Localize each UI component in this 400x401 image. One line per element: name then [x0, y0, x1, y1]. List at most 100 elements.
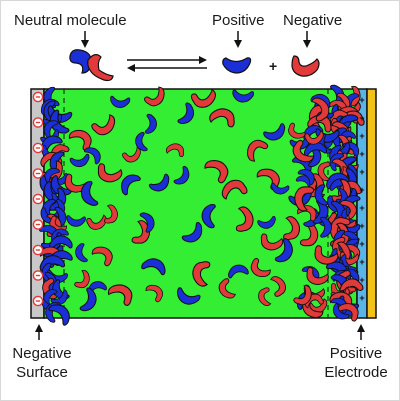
positive-ion	[263, 123, 286, 141]
positive-ion	[49, 235, 73, 249]
positive-charge-icon: +	[359, 167, 364, 177]
positive-charge-icon: +	[359, 95, 364, 105]
negative-charge-icon	[32, 219, 44, 230]
negative-ion	[218, 278, 236, 299]
positive-ion-icon	[222, 57, 252, 74]
negative-surface-line2: Surface	[16, 364, 68, 381]
negative-ion	[283, 216, 301, 241]
positive-ion	[201, 204, 216, 229]
negative-ion	[221, 179, 248, 200]
negative-ion	[107, 284, 133, 307]
positive-ion	[176, 287, 201, 305]
positive-ion	[228, 264, 249, 279]
positive-ion	[69, 153, 90, 168]
positive-ion	[110, 95, 131, 109]
negative-ion	[294, 186, 315, 212]
plus-sign: +	[269, 58, 278, 74]
negative-ion	[270, 276, 286, 297]
positive-ion	[141, 258, 166, 276]
positive-ion	[79, 287, 97, 312]
negative-surface-label: Negative Surface	[10, 344, 74, 382]
positive-ion	[304, 141, 328, 157]
negative-ion	[260, 233, 284, 251]
negative-ion	[68, 129, 92, 152]
negative-ion	[165, 143, 185, 157]
positive-charge-icon: +	[359, 275, 364, 285]
positive-charge-icon: +	[359, 131, 364, 141]
negative-ion	[145, 284, 164, 303]
positive-ion	[320, 216, 332, 238]
surface-charges: ++++++++++++	[32, 91, 365, 307]
neutral-molecule-icon	[69, 49, 114, 82]
ion-layer	[39, 84, 365, 326]
positive-ion	[48, 304, 70, 326]
positive-ion	[139, 212, 155, 233]
positive-charge-icon: +	[359, 185, 364, 195]
positive-ion	[181, 221, 203, 243]
negative-charge-icon	[32, 117, 44, 128]
negative-charge-icon	[32, 168, 44, 179]
negative-surface-line1: Negative	[12, 345, 72, 362]
positive-charge-icon: +	[359, 257, 364, 267]
positive-electrode-label: Positive Electrode	[318, 344, 394, 382]
positive-charge-icon: +	[359, 113, 364, 123]
neutral-molecule-label: Neutral molecule	[14, 12, 127, 29]
negative-charge-icon	[32, 193, 44, 205]
positive-ion	[80, 180, 99, 207]
electrode-gold-layer	[366, 88, 377, 319]
positive-charge-icon: +	[359, 293, 364, 303]
positive-ion	[148, 173, 170, 192]
negative-ion	[97, 163, 123, 183]
negative-ion	[192, 261, 211, 287]
positive-ion	[297, 169, 315, 186]
negative-ion	[310, 97, 330, 122]
negative-ion	[258, 287, 272, 307]
negative-charge-icon	[32, 244, 44, 256]
negative-ion	[131, 220, 150, 244]
negative-ion	[86, 214, 107, 230]
negative-ion	[204, 160, 229, 184]
negative-ion	[288, 122, 306, 139]
negative-ion	[304, 130, 324, 145]
negative-charge-icon	[32, 142, 44, 154]
negative-ion	[190, 88, 216, 108]
positive-ion	[135, 132, 148, 152]
negative-ion	[314, 245, 339, 265]
positive-charge-icon: +	[359, 221, 364, 231]
positive-charge-icon: +	[359, 203, 364, 213]
negative-ion	[317, 161, 331, 182]
negative-ion	[91, 114, 116, 136]
positive-ion	[50, 289, 68, 306]
positive-electrode-line2: Electrode	[324, 364, 388, 381]
positive-ion	[274, 238, 293, 263]
negative-ion	[306, 267, 329, 285]
positive-ion	[232, 89, 254, 103]
negative-ion	[91, 246, 113, 267]
negative-ion	[143, 86, 165, 107]
negative-charge-icon	[32, 270, 44, 281]
negative-ion	[250, 257, 271, 278]
positive-ion	[121, 174, 141, 196]
negative-ion	[104, 204, 118, 224]
negative-ion	[338, 200, 357, 220]
positive-ion	[144, 113, 157, 134]
equilibrium-arrows-icon	[127, 56, 207, 72]
negative-ion	[307, 114, 332, 133]
positive-ion	[43, 120, 59, 139]
negative-ion-icon	[291, 55, 320, 77]
negative-charge-icon	[32, 295, 44, 307]
positive-ion	[271, 182, 290, 195]
positive-ion	[332, 303, 350, 320]
negative-charge-icon	[32, 91, 44, 103]
positive-charge-icon: +	[359, 149, 364, 159]
negative-ion	[74, 269, 90, 289]
negative-ion	[122, 146, 141, 163]
negative-ion	[293, 285, 312, 306]
negative-ion	[235, 206, 254, 232]
positive-label: Positive	[212, 12, 265, 29]
positive-ion	[66, 215, 86, 227]
positive-ion	[83, 147, 101, 165]
negative-ion	[292, 139, 315, 163]
positive-ion	[177, 102, 195, 124]
positive-ion	[257, 215, 276, 229]
